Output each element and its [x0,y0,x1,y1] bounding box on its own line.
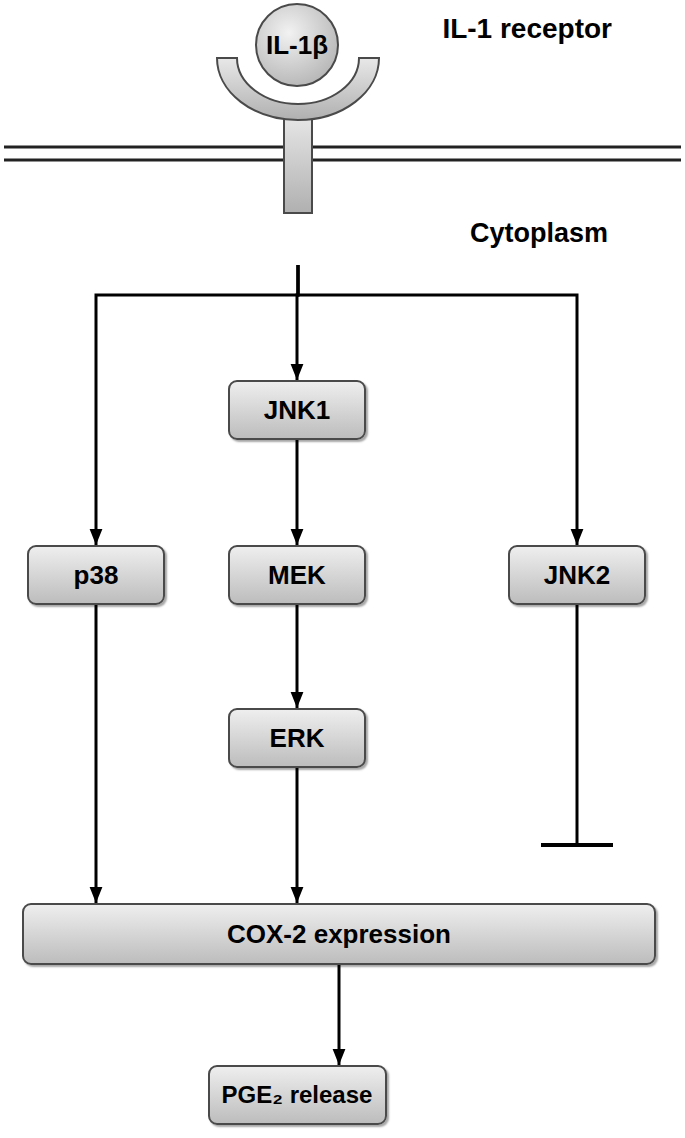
kinase-box: p38 [27,545,165,605]
arrow-connector [296,440,299,545]
arrow-connector [338,965,341,1065]
inhibition-connector [576,605,579,845]
arrow-connector [95,605,98,903]
kinase-box: ERK [228,708,366,768]
node-label: JNK1 [264,395,330,426]
circle-shape [256,4,338,86]
node-label: JNK2 [544,560,610,591]
arrow-connector [296,768,299,903]
arrow-connector [296,605,299,708]
node-label: COX-2 expression [227,919,451,950]
receptor-label: IL-1 receptor [427,9,612,50]
node-label: IL-1β [266,30,328,61]
expression-box: COX-2 expression [22,903,656,965]
region-label: Cytoplasm [470,218,608,249]
output-box: PGE₂ release [208,1065,387,1125]
receptor-outline [215,55,381,215]
receptor-shape: IL-1 receptor [215,55,381,215]
node-label: ERK [270,723,325,754]
receptor-cup [217,58,379,120]
membrane-line [4,146,681,149]
membrane-line [4,159,681,162]
ligand-circle: IL-1β [254,2,340,88]
kinase-box: JNK2 [508,545,646,605]
kinase-box: JNK1 [228,380,366,440]
node-label: PGE₂ release [222,1081,373,1109]
node-label: p38 [74,560,119,591]
node-label: MEK [268,560,326,591]
receptor-stalk [284,113,312,213]
kinase-box: MEK [228,545,366,605]
